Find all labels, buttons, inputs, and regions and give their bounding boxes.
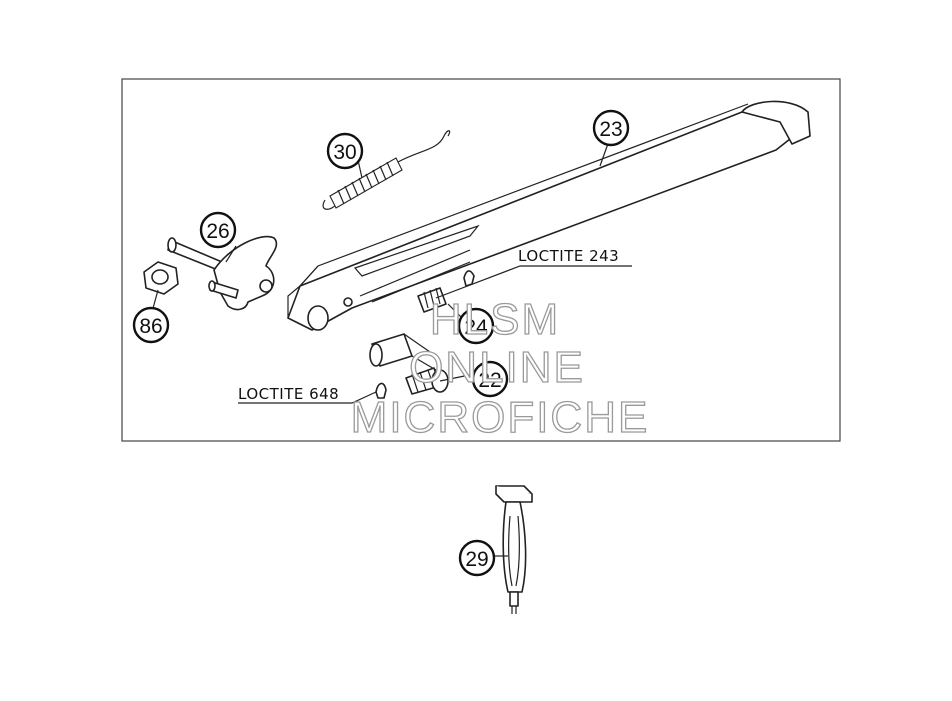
svg-text:MICROFICHE: MICROFICHE (351, 393, 650, 442)
svg-text:HLSM: HLSM (430, 295, 560, 344)
loctite-243-label: LOCTITE 243 (518, 247, 619, 265)
svg-text:24: 24 (464, 316, 488, 339)
svg-text:23: 23 (599, 118, 622, 141)
callout-24: 24 (457, 307, 495, 345)
svg-text:29: 29 (465, 548, 488, 571)
callout-86: 86 (132, 306, 170, 344)
callout-23: 23 (592, 109, 630, 147)
svg-text:ONLINE: ONLINE (409, 343, 585, 392)
callout-26: 26 (199, 211, 237, 249)
spring (322, 130, 451, 210)
callout-22: 22 (471, 360, 509, 398)
loctite-648-label: LOCTITE 648 (238, 385, 339, 403)
stand-tool (495, 485, 533, 614)
bushing (369, 333, 437, 371)
svg-text:30: 30 (333, 141, 356, 164)
callout-29: 29 (458, 539, 496, 577)
callout-30: 30 (326, 132, 364, 170)
screw (417, 270, 475, 313)
nut (143, 261, 179, 295)
svg-text:26: 26 (206, 220, 229, 243)
watermark: HLSM ONLINE MICROFICHE (350, 294, 650, 442)
side-stand-leg (287, 100, 811, 331)
svg-text:86: 86 (139, 315, 162, 338)
svg-text:22: 22 (478, 369, 501, 392)
pivot-bolt-assembly (167, 235, 278, 311)
